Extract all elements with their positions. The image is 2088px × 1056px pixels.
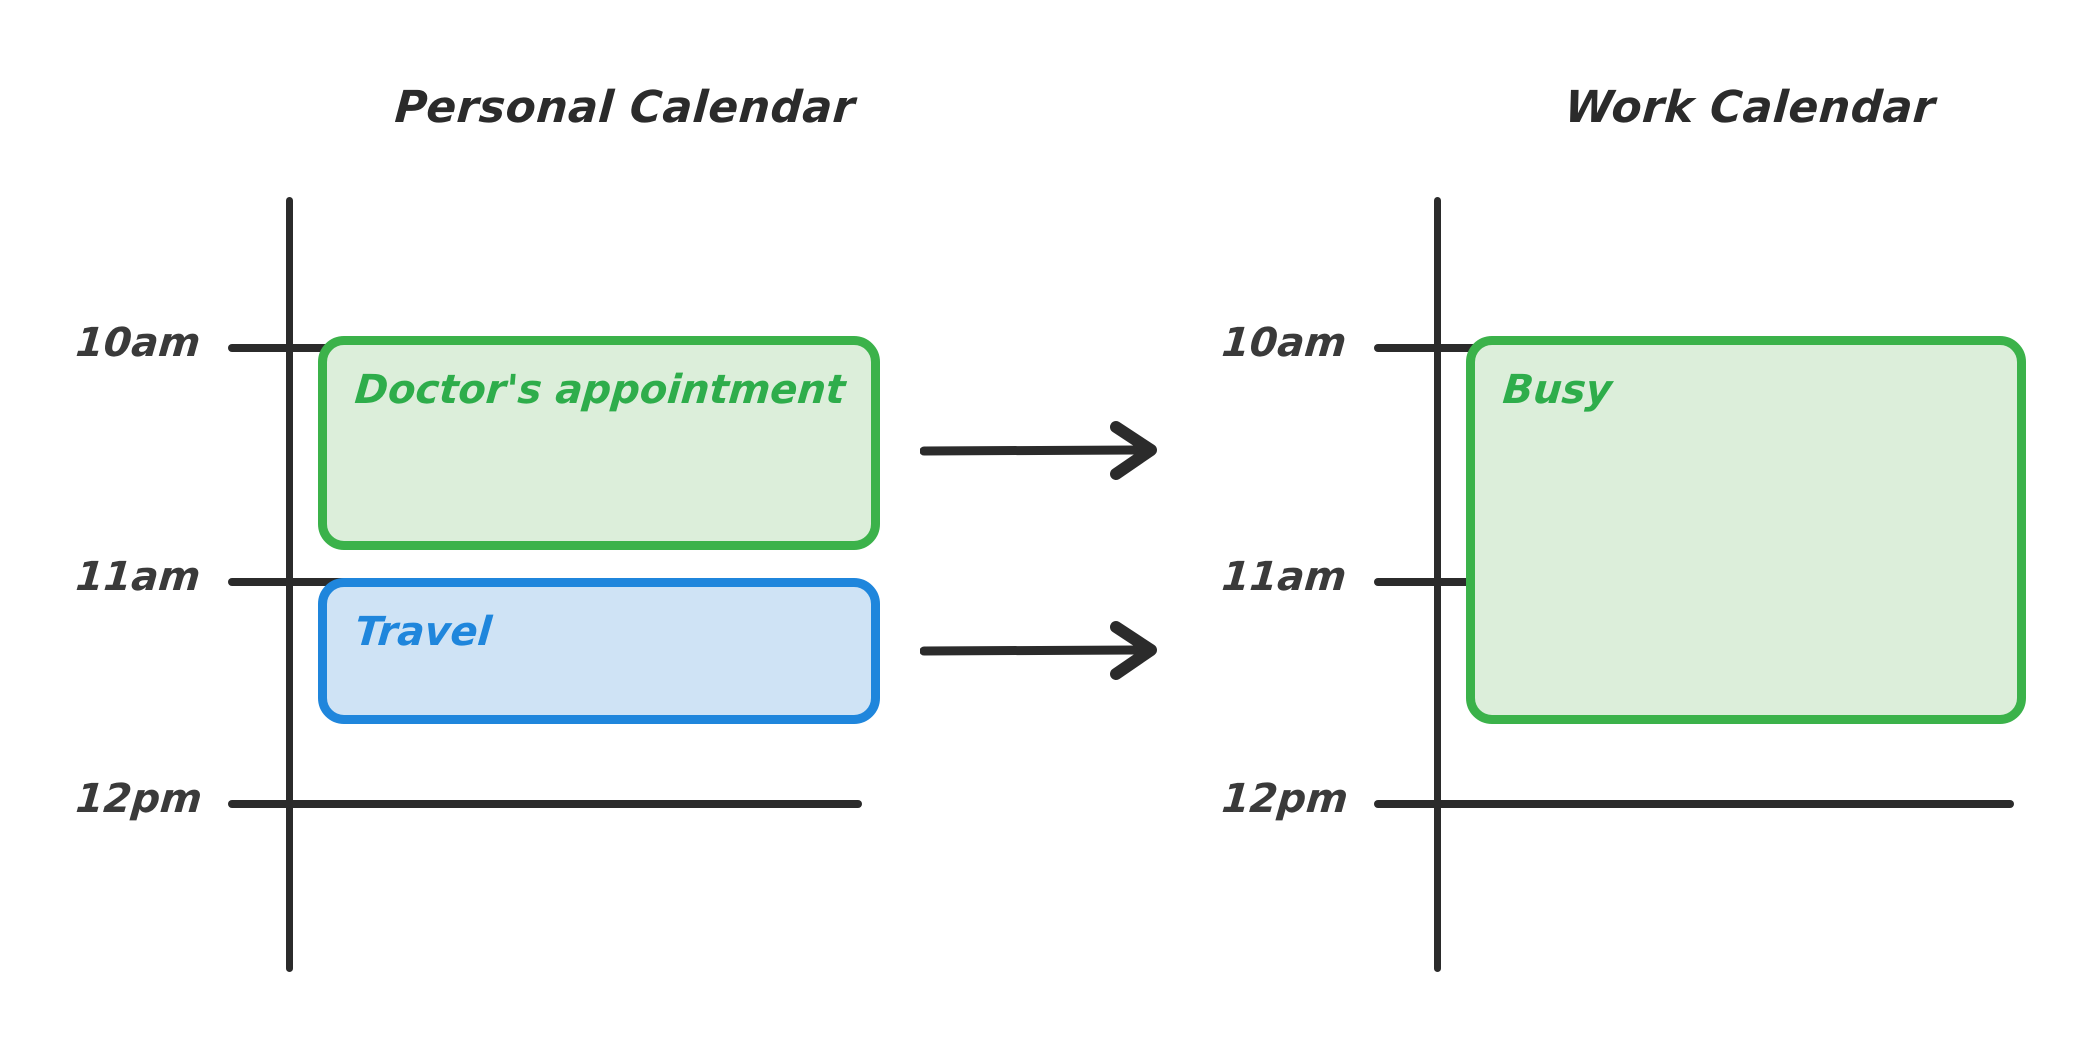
- work-gridline-10am: [1374, 344, 1524, 352]
- event-busy-label: Busy: [1500, 367, 1614, 413]
- work-time-label-12pm: 12pm: [1219, 776, 1350, 822]
- event-busy[interactable]: Busy: [1466, 336, 2026, 724]
- event-doctors-appointment[interactable]: Doctor's appointment: [318, 336, 880, 550]
- personal-gridline-10am: [228, 344, 378, 352]
- sync-arrow-appointment-icon: [920, 418, 1170, 484]
- work-gridline-12pm: [1374, 800, 2014, 808]
- personal-time-label-11am: 11am: [73, 554, 203, 600]
- personal-time-label-12pm: 12pm: [73, 776, 204, 822]
- personal-time-label-10am: 10am: [73, 320, 203, 366]
- event-doctors-appointment-label: Doctor's appointment: [352, 367, 848, 413]
- personal-gridline-12pm: [228, 800, 862, 808]
- work-time-label-10am: 10am: [1219, 320, 1349, 366]
- work-calendar-title: Work Calendar: [1563, 82, 1938, 133]
- work-gridline-11am: [1374, 578, 1524, 586]
- event-travel-label: Travel: [352, 609, 494, 655]
- work-time-label-11am: 11am: [1219, 554, 1349, 600]
- personal-calendar-title: Personal Calendar: [393, 82, 857, 133]
- personal-gridline-11am: [228, 578, 378, 586]
- sync-arrow-travel-icon: [920, 618, 1170, 684]
- event-travel[interactable]: Travel: [318, 578, 880, 724]
